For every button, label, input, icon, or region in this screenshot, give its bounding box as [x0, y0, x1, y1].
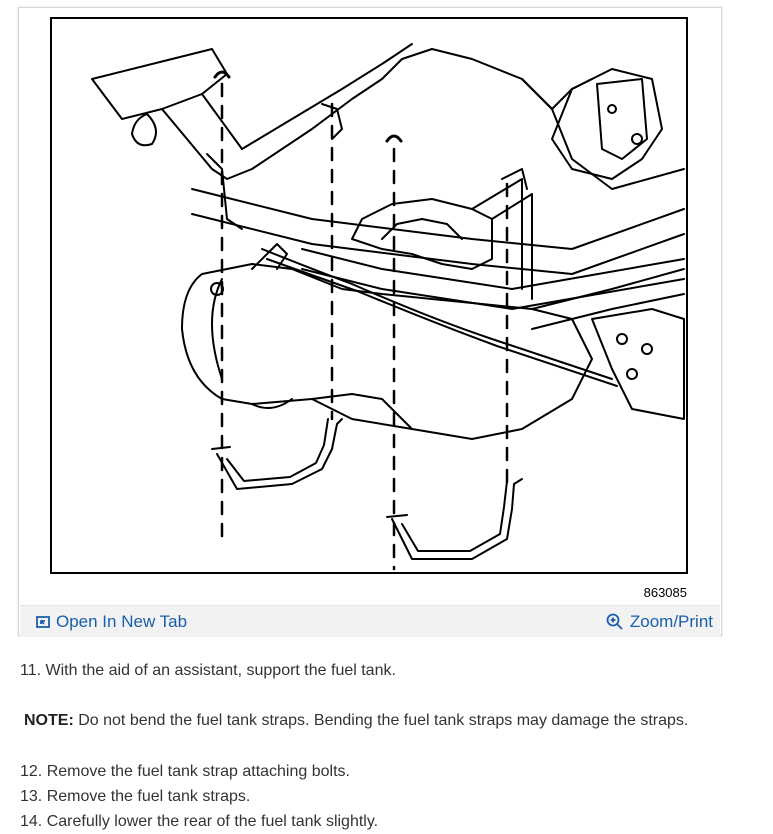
- open-in-new-tab-link[interactable]: Open In New Tab: [36, 612, 187, 632]
- step-12: 12. Remove the fuel tank strap attaching…: [20, 763, 350, 780]
- figure-card: 863085 Open In New Tab Zoom/Print: [18, 7, 722, 636]
- zoom-print-label: Zoom/Print: [629, 612, 713, 631]
- open-in-new-tab-label: Open In New Tab: [56, 612, 188, 631]
- zoom-in-icon: [606, 613, 624, 631]
- figure-id-label: 863085: [643, 585, 687, 600]
- figure-toolbar: Open In New Tab Zoom/Print: [20, 605, 720, 636]
- open-in-new-tab-icon: [36, 615, 50, 629]
- step-11: 11. With the aid of an assistant, suppor…: [20, 662, 396, 679]
- step-13: 13. Remove the fuel tank straps.: [20, 788, 251, 805]
- note-label: NOTE:: [24, 712, 74, 729]
- zoom-print-link[interactable]: Zoom/Print: [606, 612, 713, 632]
- note-text: Do not bend the fuel tank straps. Bendin…: [73, 712, 689, 729]
- note-paragraph: NOTE: Do not bend the fuel tank straps. …: [24, 712, 688, 730]
- fuel-tank-strap-diagram: [50, 17, 688, 574]
- step-14: 14. Carefully lower the rear of the fuel…: [20, 813, 379, 830]
